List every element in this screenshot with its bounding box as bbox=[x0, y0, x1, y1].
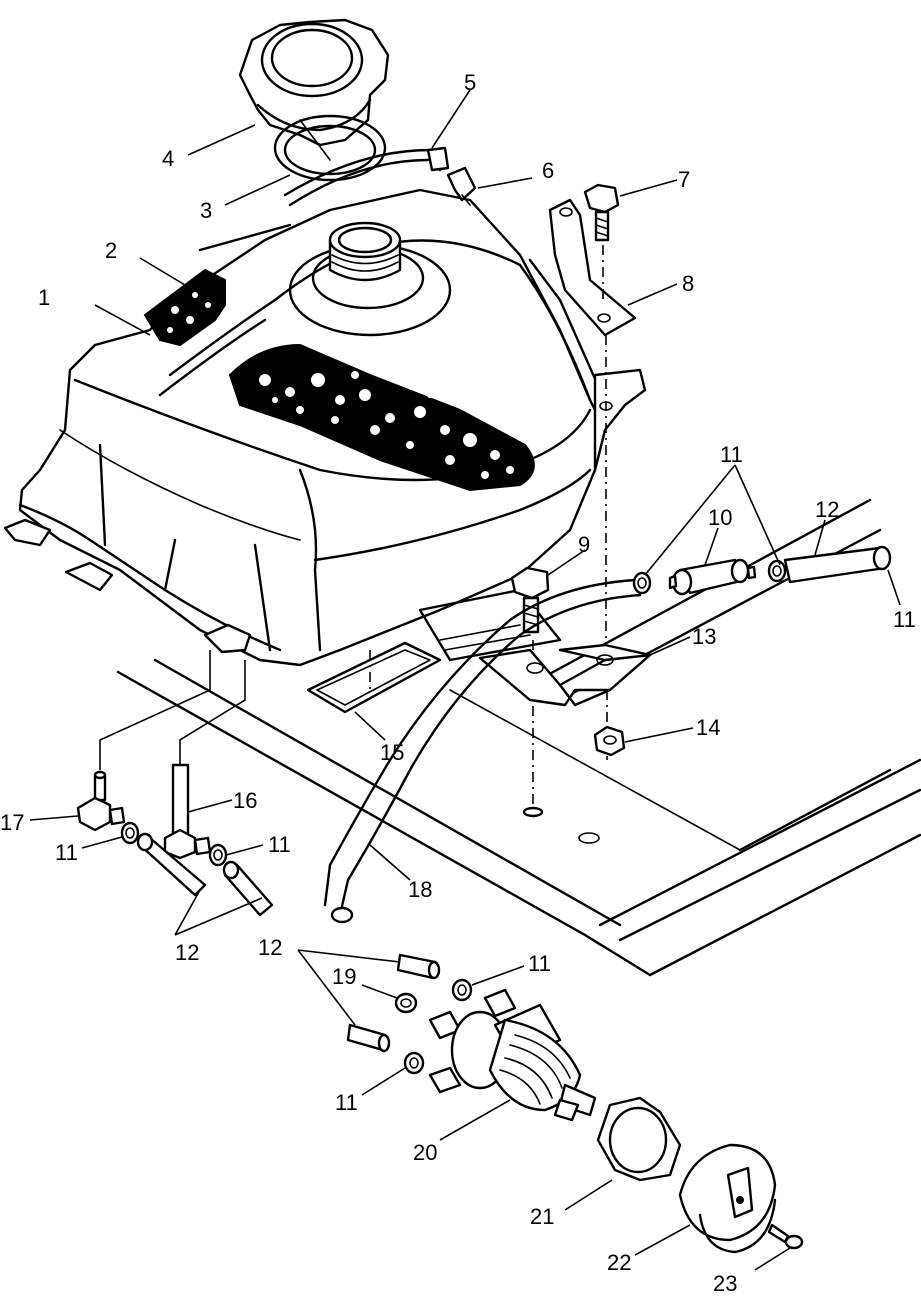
callout-17: 17 bbox=[0, 810, 24, 835]
callout-12-mid: 12 bbox=[258, 935, 282, 960]
fuel-cap bbox=[238, 18, 390, 161]
hose-12e bbox=[346, 1023, 391, 1053]
nut-21 bbox=[596, 1096, 682, 1182]
knob-22 bbox=[678, 1143, 777, 1254]
callout-8: 8 bbox=[682, 271, 694, 296]
callout-18: 18 bbox=[408, 877, 432, 902]
callout-3: 3 bbox=[200, 198, 212, 223]
callout-5: 5 bbox=[464, 70, 476, 95]
tank-decal bbox=[228, 343, 535, 492]
callout-11-bottom: 11 bbox=[335, 1090, 358, 1115]
cap-gasket bbox=[273, 114, 387, 182]
nut-14 bbox=[593, 725, 626, 757]
clamp-11e bbox=[451, 978, 473, 1002]
leader-lines bbox=[29, 89, 901, 1271]
callout-9: 9 bbox=[578, 532, 590, 557]
pad-15 bbox=[306, 641, 442, 714]
bracket-13 bbox=[478, 643, 652, 707]
callout-12-top: 12 bbox=[815, 497, 839, 522]
washer-19 bbox=[394, 992, 418, 1014]
callout-23: 23 bbox=[713, 1271, 737, 1296]
hose-12d bbox=[396, 953, 441, 980]
clamp-11c bbox=[120, 821, 140, 845]
clamp-11d bbox=[208, 843, 228, 867]
callout-2: 2 bbox=[105, 238, 117, 263]
callout-11-mid: 11 bbox=[268, 832, 291, 857]
callout-21: 21 bbox=[530, 1204, 554, 1229]
fuel-filter bbox=[668, 558, 757, 596]
clamp-11b bbox=[767, 559, 787, 583]
callout-4: 4 bbox=[162, 146, 174, 171]
bracket-8 bbox=[548, 198, 637, 337]
screw-23 bbox=[767, 1223, 804, 1250]
frame-plate bbox=[116, 498, 921, 977]
callout-11-left: 11 bbox=[55, 840, 78, 865]
callout-16: 16 bbox=[233, 788, 257, 813]
callout-11-lower: 11 bbox=[528, 951, 551, 976]
elbow-17 bbox=[76, 770, 126, 832]
callout-20: 20 bbox=[413, 1140, 437, 1165]
hose-12a bbox=[783, 545, 892, 584]
fuel-line-18 bbox=[323, 578, 642, 924]
callout-19: 19 bbox=[332, 964, 356, 989]
callout-6: 6 bbox=[542, 158, 554, 183]
callout-11-top: 11 bbox=[720, 442, 743, 467]
vent-fitting bbox=[446, 166, 477, 206]
hose-12b bbox=[136, 832, 207, 897]
clamp-11a bbox=[632, 571, 652, 595]
bolt-7 bbox=[583, 183, 620, 242]
callout-15: 15 bbox=[380, 740, 404, 765]
vent-hose bbox=[283, 146, 450, 207]
callout-13: 13 bbox=[692, 624, 716, 649]
clamp-11f bbox=[403, 1051, 425, 1075]
callout-labels: 1 2 3 4 5 6 7 8 9 10 11 12 11 13 14 15 1… bbox=[0, 70, 916, 1296]
tee-16 bbox=[163, 763, 212, 860]
filler-neck bbox=[288, 221, 452, 337]
callout-12-left: 12 bbox=[175, 940, 199, 965]
hose-12c bbox=[222, 860, 274, 917]
petcock-20 bbox=[428, 988, 597, 1122]
small-decal bbox=[143, 268, 226, 347]
callout-10: 10 bbox=[708, 505, 732, 530]
callout-7: 7 bbox=[678, 167, 690, 192]
callout-14: 14 bbox=[696, 715, 720, 740]
callout-22: 22 bbox=[607, 1250, 631, 1275]
callout-1: 1 bbox=[38, 285, 50, 310]
callout-11-right: 11 bbox=[893, 607, 916, 632]
